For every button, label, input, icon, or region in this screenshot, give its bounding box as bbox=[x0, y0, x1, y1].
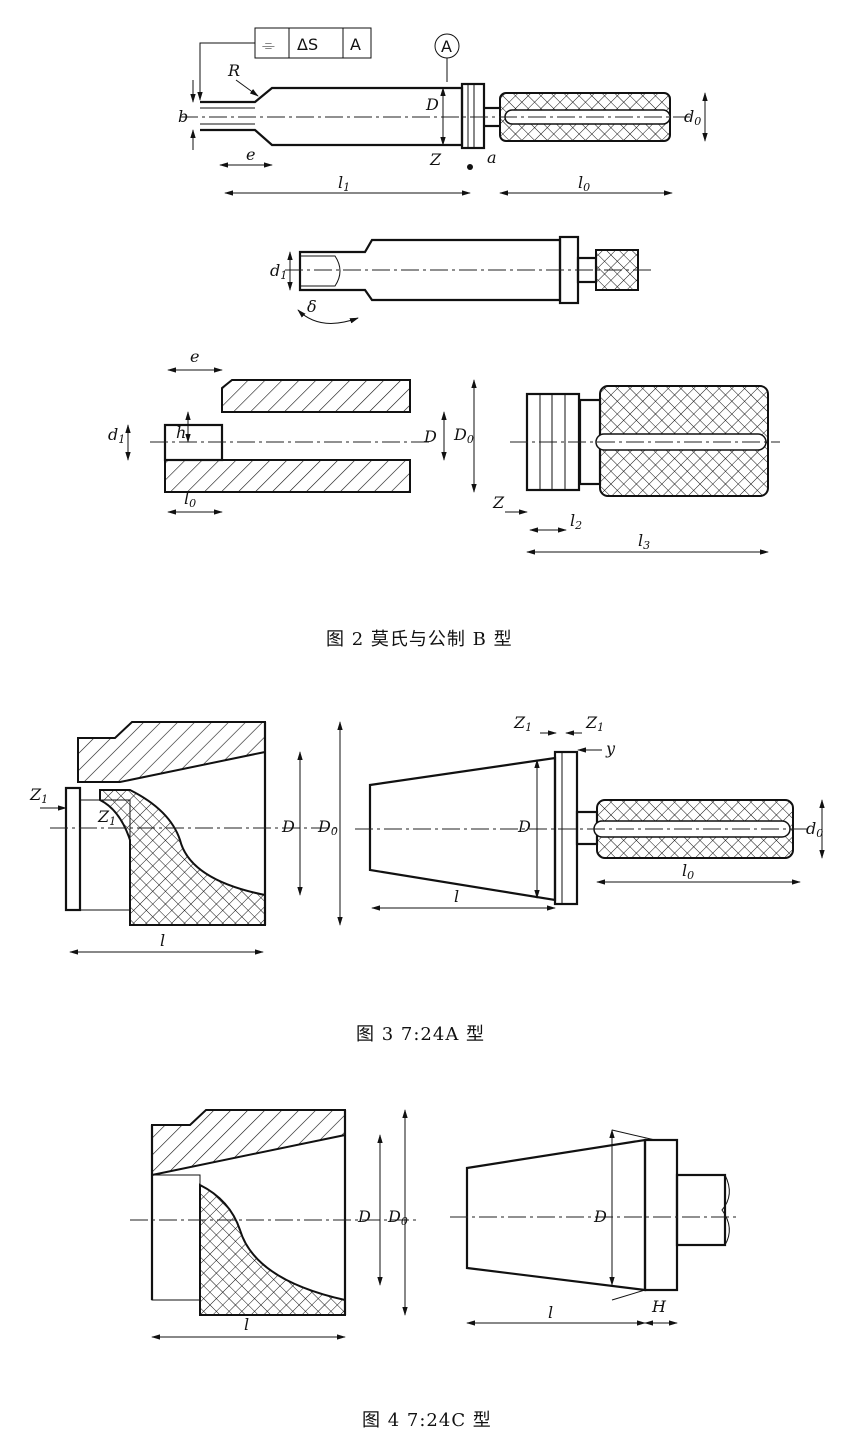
fig2-small-shank: d1 δ bbox=[270, 235, 655, 324]
caption-fig2: 图 2 莫氏与公制 B 型 bbox=[326, 629, 513, 650]
label-a: a bbox=[487, 148, 497, 167]
fig2-plug-gauge: Z l2 l3 bbox=[492, 385, 780, 555]
label-l-fig4b: l bbox=[548, 1303, 553, 1322]
label-d0-fig3b: d0 bbox=[806, 819, 823, 840]
label-Z-fig2d: Z bbox=[492, 493, 505, 512]
fig2-shank-gauge: ⌯ ΔS A A R b e D Z a l1 bbox=[178, 27, 708, 196]
label-H: H bbox=[651, 1297, 667, 1316]
symmetry-symbol: ⌯ bbox=[262, 35, 275, 54]
label-l0-fig3b: l0 bbox=[682, 861, 694, 882]
tolerance-frame: ⌯ ΔS A bbox=[254, 27, 372, 59]
fig3-ring-gauge: Z1 Z1 D D0 l bbox=[29, 721, 343, 955]
label-l0-fig2a: l0 bbox=[578, 173, 590, 194]
caption-fig4: 图 4 7:24C 型 bbox=[362, 1410, 492, 1431]
label-Z1-right: Z1 bbox=[585, 713, 604, 734]
label-d1: d1 bbox=[270, 261, 287, 282]
label-b: b bbox=[178, 107, 188, 126]
label-D-fig4b: D bbox=[593, 1207, 607, 1226]
label-l0-fig2c: l0 bbox=[184, 489, 196, 510]
label-D0-fig3a: D0 bbox=[317, 817, 338, 838]
caption-fig3: 图 3 7:24A 型 bbox=[356, 1024, 485, 1045]
fig2-sleeve-section: e h d1 l0 D D0 bbox=[108, 347, 477, 515]
label-e: e bbox=[246, 145, 255, 164]
fig4-ring-gauge: D D0 l bbox=[130, 1109, 420, 1340]
label-h: h bbox=[176, 423, 186, 442]
label-l3: l3 bbox=[638, 531, 650, 552]
label-l-fig3a: l bbox=[160, 931, 165, 950]
label-D0-fig4a: D0 bbox=[387, 1207, 408, 1228]
label-Z1-left: Z1 bbox=[513, 713, 532, 734]
tolerance-datum: A bbox=[350, 35, 361, 54]
label-l-fig4a: l bbox=[244, 1315, 249, 1334]
label-D-fig2a: D bbox=[425, 95, 439, 114]
label-D-fig4a: D bbox=[357, 1207, 371, 1226]
label-delta: δ bbox=[307, 297, 317, 316]
label-D-fig3b: D bbox=[517, 817, 531, 836]
label-l2: l2 bbox=[570, 511, 582, 532]
label-l1: l1 bbox=[338, 173, 350, 194]
label-D0-fig2c: D0 bbox=[453, 425, 474, 446]
tolerance-value: ΔS bbox=[297, 35, 318, 54]
label-l-fig3b: l bbox=[454, 887, 459, 906]
label-y: y bbox=[605, 739, 616, 758]
label-e-fig2c: e bbox=[190, 347, 199, 366]
label-D-fig2c: D bbox=[423, 427, 437, 446]
label-d1-fig2c: d1 bbox=[108, 425, 125, 446]
label-D-fig3a: D bbox=[281, 817, 295, 836]
fig3-plug-gauge: D Z1 Z1 y l l0 d0 bbox=[355, 713, 825, 911]
label-Z1-inner: Z1 bbox=[97, 807, 116, 828]
label-R: R bbox=[227, 61, 240, 80]
fig4-plug-gauge: D l H bbox=[450, 1129, 740, 1326]
datum-label: A bbox=[441, 37, 452, 56]
label-Z-fig2a: Z bbox=[429, 150, 442, 169]
label-d0-fig2a: d0 bbox=[684, 107, 701, 128]
label-Z1-fig3a: Z1 bbox=[29, 785, 48, 806]
